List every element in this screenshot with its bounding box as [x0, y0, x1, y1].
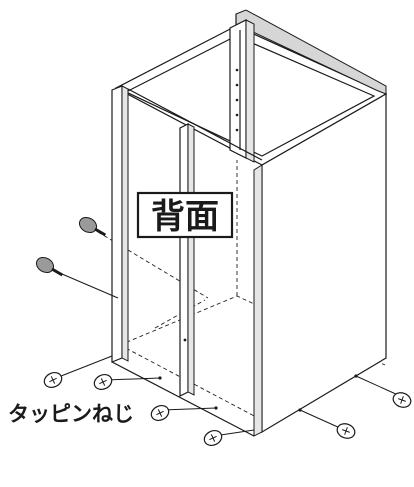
tapping-screw-icon — [93, 374, 113, 390]
tapping-screw-icon — [392, 392, 412, 408]
right-side-panel — [158, 92, 387, 437]
tapping-screw-icon — [150, 405, 170, 421]
left-side-panel — [111, 85, 263, 363]
tapping-screw-icon — [35, 256, 64, 277]
back-panel-frame — [229, 19, 255, 163]
back-panel-label-text: 背面 — [151, 197, 219, 237]
back-panel-label: 背面 — [136, 191, 234, 239]
tapping-screw-icon — [43, 372, 63, 388]
screws-label: タッピンねじ — [8, 402, 134, 426]
center-divider — [179, 123, 195, 397]
tapping-screw-icon — [203, 430, 223, 446]
tapping-screw-icon — [336, 423, 356, 439]
screws — [35, 216, 412, 446]
tapping-screw-icon — [78, 216, 107, 237]
